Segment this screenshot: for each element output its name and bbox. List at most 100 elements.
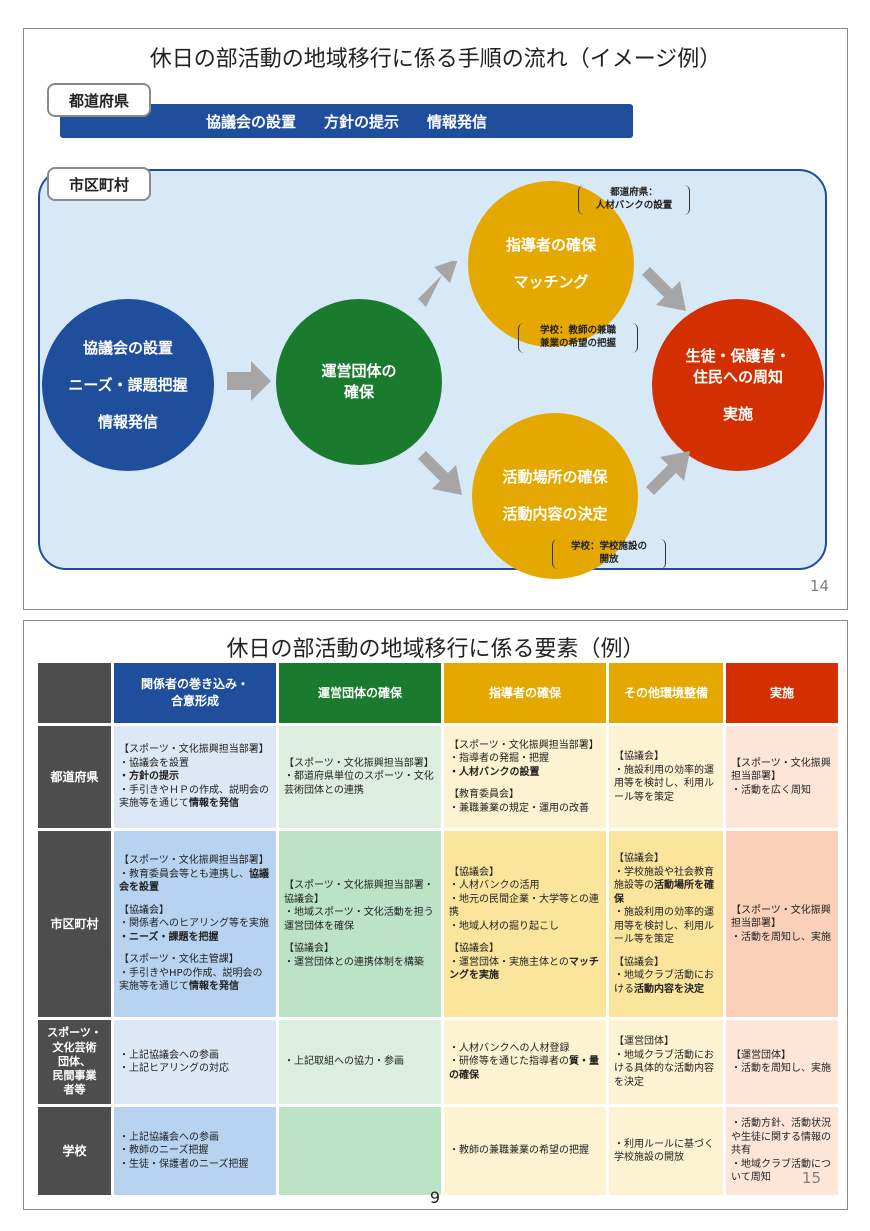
table-cell: 【協議会】 ・施設利用の効率的運用等を検討し、利用ルール等を策定	[609, 726, 723, 828]
cell-text: ・運営団体・実施主体との	[449, 956, 569, 968]
cell-text: ・人材バンクへの人材登録	[449, 1042, 570, 1054]
cell-text: ・地域クラブ活動における具体的な活動内容を決定	[614, 1049, 714, 1088]
cell-text: 【スポーツ・文化振興担当部署】	[284, 757, 434, 769]
circle-impl-line3: 実施	[722, 404, 753, 423]
table-cell: 【スポーツ・文化振興担当部署・協議会】 ・地域スポーツ・文化活動を担う運営団体を…	[279, 831, 441, 1017]
cell-text: ・教師のニーズ把握	[119, 1145, 209, 1157]
prefecture-tab: 都道府県	[47, 83, 151, 117]
cell-text: 【協議会】	[284, 943, 334, 954]
circle-venue: 活動場所の確保 活動内容の決定	[472, 413, 638, 579]
elements-table: 関係者の巻き込み・ 合意形成 運営団体の確保 指導者の確保 その他環境整備 実施…	[38, 663, 838, 1195]
prefecture-bar: 協議会の設置 方針の提示 情報発信	[60, 104, 633, 138]
cell-text: ・手引きやHPの作成、説明会の実施等を通じて	[119, 967, 263, 993]
cell-text: ・都道府県単位のスポーツ・文化芸術団体との連携	[284, 771, 434, 796]
row-header-municipality: 市区町村	[38, 831, 111, 1017]
circle-council-line1: 協議会の設置	[82, 338, 173, 357]
cell-text: ・人材バンクの活用	[449, 880, 540, 891]
row-label-line: 文化芸術	[52, 1040, 97, 1054]
cell-text: ・教育委員会等とも連携し、	[119, 868, 249, 880]
cell-text: ・指導者の発掘・把握	[449, 753, 549, 765]
note1-line2: 人材バンクの設置	[595, 199, 673, 211]
slide1-title: 休日の部活動の地域移行に係る手順の流れ（イメージ例）	[149, 47, 722, 72]
circle-venue-line1: 活動場所の確保	[502, 468, 608, 486]
pref-item-policy: 方針の提示	[323, 112, 399, 131]
cell-text: 質・量の確保	[449, 1056, 599, 1081]
arrow-down-right-icon-2	[642, 267, 686, 311]
circle-implementation: 生徒・保護者・ 住民への周知 実施	[652, 299, 824, 471]
slide2-title: 休日の部活動の地域移行に係る要素（例）	[226, 637, 645, 662]
table-cell: ・上記協議会への参画 ・上記ヒアリングの対応	[114, 1020, 276, 1104]
circle-council-line3: 情報発信	[97, 412, 158, 431]
note3-line2: 開放	[599, 553, 619, 565]
table-cell: ・上記取組への協力・参画	[279, 1020, 441, 1104]
circle-instructor: 指導者の確保 マッチング	[468, 181, 634, 347]
cell-text: 【協議会】	[614, 956, 664, 968]
slide2-page-number: 15	[801, 1169, 821, 1187]
slide-elements-table: 休日の部活動の地域移行に係る要素（例） 関係者の巻き込み・ 合意形成 運営団体の…	[23, 620, 848, 1210]
cell-text: ・生徒・保護者のニーズ把握	[119, 1158, 249, 1170]
table-cell: ・人材バンクへの人材登録 ・研修等を通じた指導者の質・量の確保	[444, 1020, 606, 1104]
cell-text: 【スポーツ・文化振興担当部署】	[731, 757, 831, 783]
table-cell: ・活動方針、活動状況や生徒に関する情報の共有 ・地域クラブ活動について周知	[726, 1107, 838, 1195]
cell-text: ・方針の提示	[119, 771, 179, 783]
table-cell: 【運営団体】 ・活動を周知し、実施	[726, 1020, 838, 1104]
circle-council-line2: ニーズ・課題把握	[68, 375, 188, 394]
cell-text: ・地域クラブ活動における	[614, 970, 714, 995]
cell-text: ・運営団体との連携体制を構築	[284, 956, 424, 968]
table-cell: ・利用ルールに基づく学校施設の開放	[609, 1107, 723, 1195]
table-cell: ・教師の兼職兼業の希望の把握	[444, 1107, 606, 1195]
cell-text: ・研修等を通じた指導者の	[449, 1056, 569, 1068]
cell-text: 【協議会】	[614, 751, 664, 762]
table-cell: 【協議会】 ・人材バンクの活用 ・地元の民間企業・大学等との連携 ・地域人材の掘…	[444, 831, 606, 1017]
header-environment: その他環境整備	[609, 663, 723, 723]
table-cell: 【スポーツ・文化振興担当部署】 ・協議会を設置 ・方針の提示 ・手引きやＨＰの作…	[114, 726, 276, 828]
table-cell: 【スポーツ・文化振興担当部署】 ・指導者の発掘・把握 ・人材バンクの設置 【教育…	[444, 726, 606, 828]
circle-impl-line1: 生徒・保護者・	[685, 346, 791, 365]
circle-council: 協議会の設置 ニーズ・課題把握 情報発信	[42, 299, 214, 471]
cell-text: ・地域クラブ活動について周知	[731, 1158, 831, 1184]
cell-text: 【協議会】	[449, 943, 499, 954]
cell-text: 協議会を設置	[119, 868, 269, 894]
arrow-up-right-icon-2	[646, 451, 690, 495]
table-cell	[279, 1107, 441, 1195]
header-operator: 運営団体の確保	[279, 663, 441, 723]
cell-text: ・兼職兼業の規定・運用の改善	[449, 802, 589, 814]
cell-text: 【協議会】	[449, 866, 499, 878]
circle-operator: 運営団体の 確保	[276, 299, 442, 465]
table-cell: ・上記協議会への参画 ・教師のニーズ把握 ・生徒・保護者のニーズ把握	[114, 1107, 276, 1195]
pref-item-info: 情報発信	[427, 112, 488, 131]
circle-operator-line1: 運営団体の	[321, 362, 397, 380]
note2-line2: 兼業の希望の把握	[539, 337, 616, 349]
arrow-down-right-icon	[418, 451, 462, 495]
cell-text: ・上記協議会への参画	[119, 1049, 219, 1061]
cell-text: 【協議会】	[119, 904, 169, 916]
cell-text: ・地域スポーツ・文化活動を担う運営団体を確保	[284, 907, 434, 932]
cell-text: ・学校施設や社会教育施設等の	[614, 866, 714, 892]
header-consensus-line1: 関係者の巻き込み・	[140, 677, 249, 692]
row-label-line: 者等	[63, 1083, 86, 1097]
cell-text: ・上記取組への協力・参画	[284, 1056, 404, 1068]
slide-procedure-flow: 休日の部活動の地域移行に係る手順の流れ（イメージ例） 都道府県 協議会の設置 方…	[23, 28, 848, 610]
cell-text: ・活動を広く周知	[731, 784, 811, 796]
header-instructor: 指導者の確保	[444, 663, 606, 723]
note-school-teacher: 学校：教師の兼職 兼業の希望の把握	[518, 323, 638, 353]
table-cell: 【スポーツ・文化振興担当部署】 ・活動を広く周知	[726, 726, 838, 828]
table-cell: 【スポーツ・文化振興担当部署】 ・活動を周知し、実施	[726, 831, 838, 1017]
cell-text: 【スポーツ・文化主管課】	[119, 954, 239, 966]
note-prefecture-bank: 都道府県： 人材バンクの設置	[578, 185, 690, 215]
cell-text: ・上記協議会への参画	[119, 1131, 219, 1143]
circle-operator-line2: 確保	[343, 383, 374, 401]
pref-item-council: 協議会の設置	[205, 112, 296, 131]
cell-text: ・協議会を設置	[119, 757, 189, 769]
header-consensus: 関係者の巻き込み・ 合意形成	[114, 663, 276, 723]
cell-text: マッチングを実施	[449, 956, 599, 982]
slide1-page-number: 14	[809, 577, 829, 595]
header-implementation: 実施	[726, 663, 838, 723]
row-header-school: 学校	[38, 1107, 111, 1195]
table-cell: 【スポーツ・文化振興担当部署】 ・都道府県単位のスポーツ・文化芸術団体との連携	[279, 726, 441, 828]
cell-text: ・地域人材の掘り起こし	[449, 920, 559, 932]
cell-text: ・施設利用の効率的運用等を検討し、利用ルール等を策定	[614, 907, 714, 945]
row-label-line: スポーツ・	[47, 1026, 102, 1040]
cell-text: ・手引きやＨＰの作成、説明会の実施等を通じて	[119, 784, 269, 810]
cell-text: ・施設利用の効率的運用等を検討し、利用ルール等を策定	[614, 764, 714, 803]
